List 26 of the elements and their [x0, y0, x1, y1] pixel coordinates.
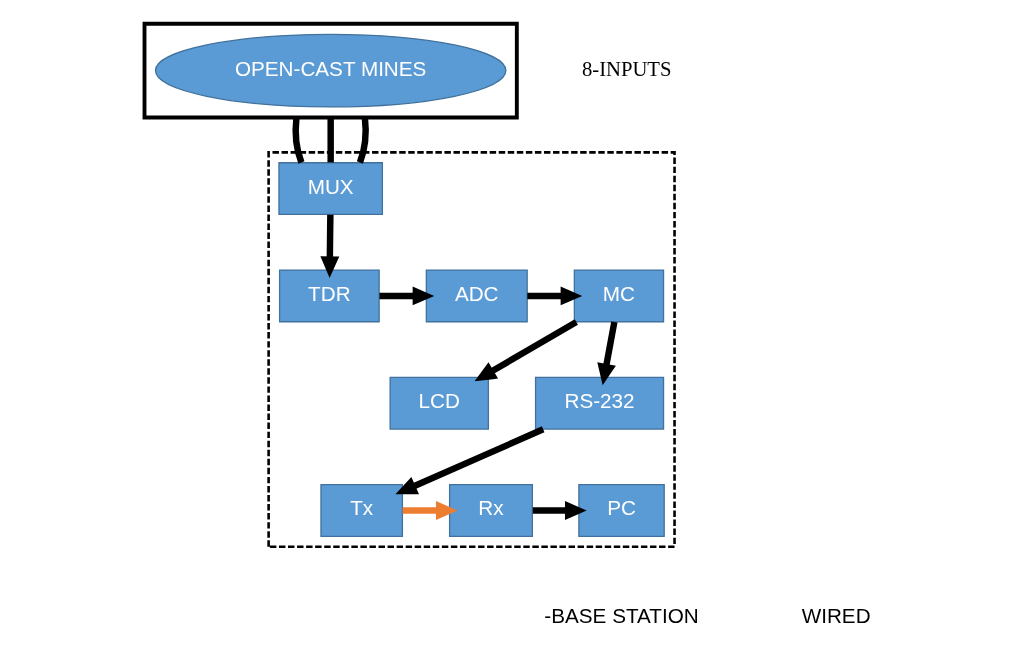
- node-box: PC: [577, 484, 665, 537]
- connector: [326, 117, 334, 163]
- node-box: ADC: [425, 269, 528, 323]
- connector: [292, 117, 304, 164]
- node-box: RS-232: [534, 376, 664, 430]
- connector: [356, 117, 369, 164]
- arrow: [378, 286, 434, 306]
- arrow: [474, 319, 578, 382]
- arrow: [532, 501, 587, 520]
- node-ellipse: OPEN-CAST MINES: [154, 33, 506, 108]
- node-box: TDR: [278, 269, 380, 323]
- legend-label: WIRED: [801, 603, 871, 627]
- node-box: MC: [573, 269, 664, 323]
- node-box: Tx: [319, 484, 403, 537]
- arrow: [526, 286, 582, 306]
- node-box: Rx: [448, 484, 533, 537]
- cluster: [142, 21, 519, 120]
- arrow: [394, 426, 544, 495]
- node-box: LCD: [389, 376, 489, 430]
- arrow: [319, 214, 339, 279]
- legend-label: -BASE STATION: [543, 603, 699, 627]
- arrow: [596, 321, 618, 386]
- cluster: [266, 151, 676, 548]
- node-box: MUX: [277, 162, 383, 216]
- label: 8-INPUTS: [581, 57, 671, 80]
- arrow: [402, 501, 458, 520]
